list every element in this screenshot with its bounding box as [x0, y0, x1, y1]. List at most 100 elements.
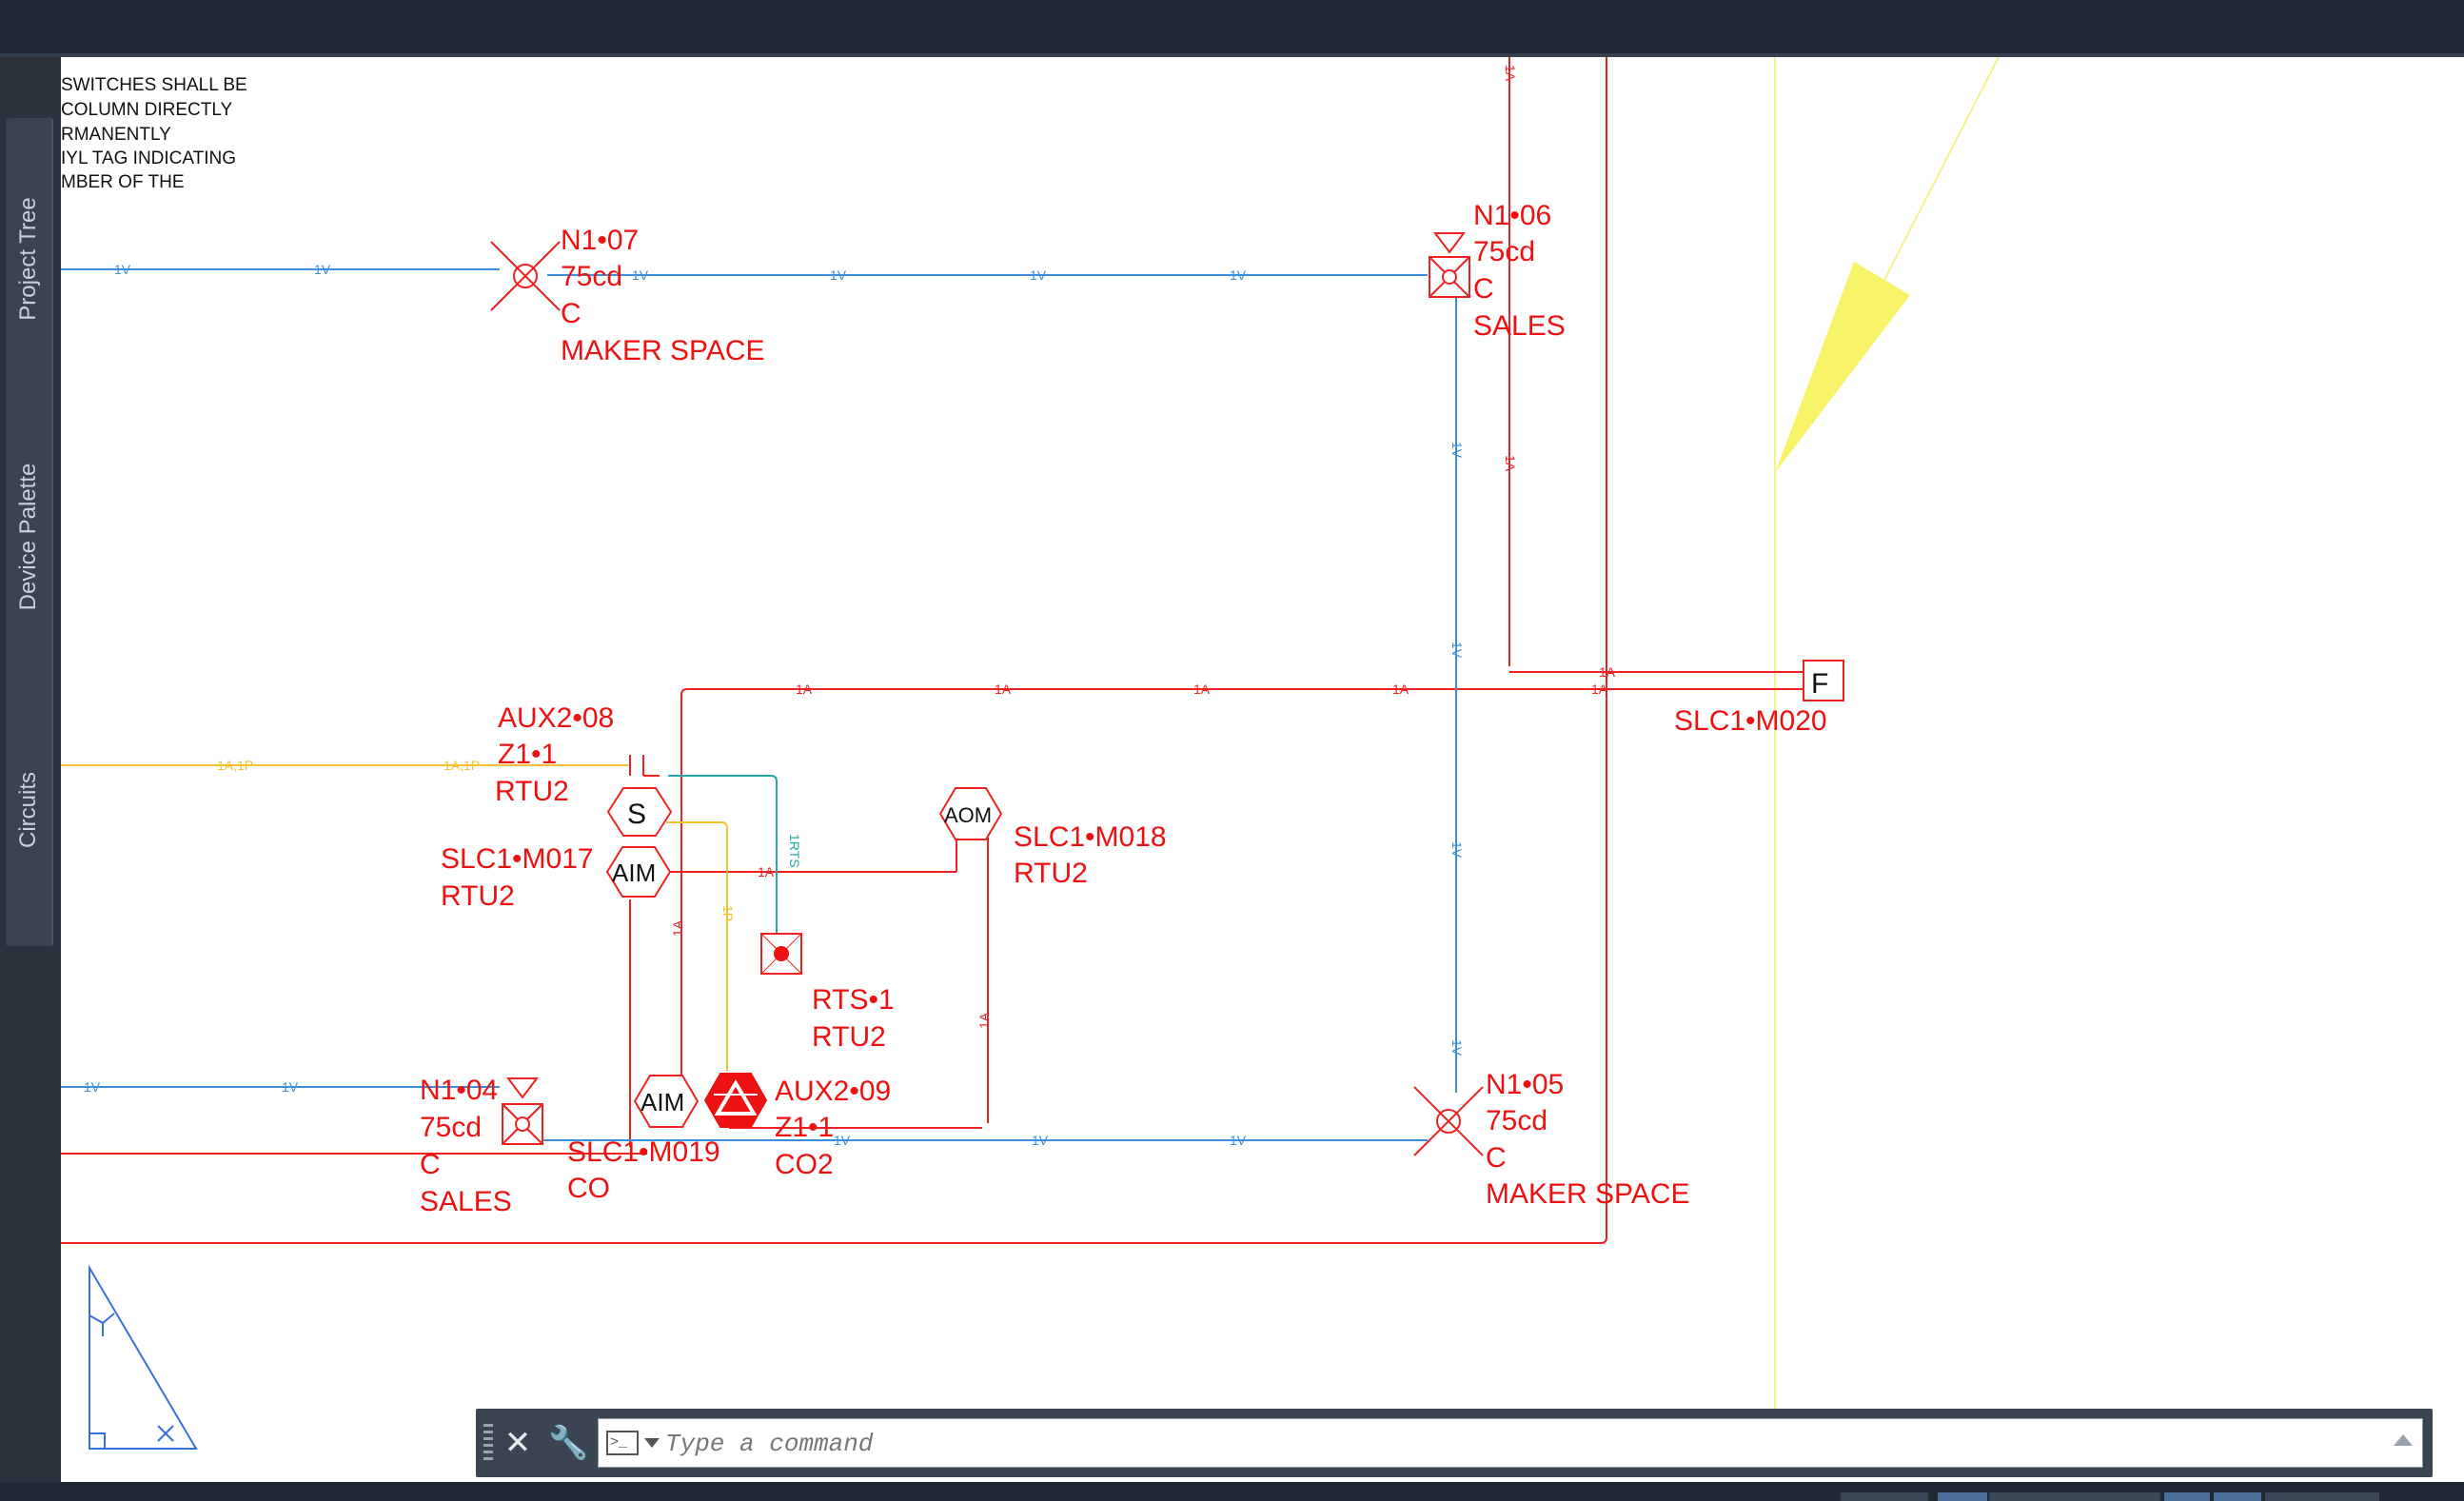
ucs-icon [89, 1264, 198, 1450]
label-n105-room: MAKER SPACE [1486, 1178, 1690, 1210]
wire-label: 1V [830, 267, 847, 283]
status-bar-item-active[interactable] [2164, 1492, 2210, 1501]
wire-label: 1V [1449, 442, 1465, 459]
label-m019-loc: CO [567, 1173, 610, 1204]
label-m017-id: SLC1•M017 [441, 843, 594, 875]
label-n107-room: MAKER SPACE [561, 335, 765, 366]
wire-label: 1A [758, 864, 775, 879]
wire-label: 1A [1591, 681, 1608, 697]
teal-wire-rts [668, 775, 778, 934]
wire-label: 1A,1P [217, 758, 253, 773]
wire-label: 1V [632, 267, 649, 283]
label-n107-cd: 75cd [561, 261, 622, 292]
wire-label: 1A [1503, 65, 1518, 82]
f-module-box[interactable] [1803, 660, 1844, 701]
note-line-4: IYL TAG INDICATING [61, 148, 236, 168]
label-n105-id: N1•05 [1486, 1069, 1564, 1100]
wire-label: 1V [1449, 1039, 1465, 1057]
note-line-1: SWITCHES SHALL BE [61, 75, 247, 95]
label-m018-id: SLC1•M018 [1014, 821, 1167, 853]
label-n105-cd: 75cd [1486, 1105, 1547, 1136]
wire-label: 1V [1030, 267, 1047, 283]
label-rts1-id: RTS•1 [812, 984, 895, 1016]
status-bar-item[interactable] [1841, 1492, 1928, 1501]
strobe-icon-n105[interactable] [1413, 1086, 1484, 1156]
yellow-wire-to-co2 [666, 821, 728, 1071]
wire-label: 1V [1032, 1133, 1049, 1148]
aom-m018-symbol: AOM [944, 803, 992, 827]
note-line-5: MBER OF THE [61, 172, 185, 192]
note-line-2: COLUMN DIRECTLY [61, 100, 232, 120]
application-title-bar [0, 0, 2464, 53]
wire-label: 1A,1P [444, 758, 480, 773]
red-wire-loop-corner [680, 688, 688, 696]
wire-label: 1A [976, 1012, 992, 1029]
label-n106-type: C [1473, 273, 1494, 305]
wire-label: 1A [995, 681, 1012, 697]
label-m018-loc: RTU2 [1014, 858, 1088, 889]
drag-grip-icon[interactable] [483, 1424, 493, 1462]
remote-test-station-icon[interactable] [760, 933, 802, 975]
smoke-module-s[interactable]: S [606, 787, 673, 837]
aim-m019-symbol: AIM [641, 1088, 684, 1116]
note-line-3: RMANENTLY [61, 125, 171, 145]
label-n104-type: C [420, 1149, 441, 1180]
side-palette: Project Tree Device Palette Circuits [0, 57, 61, 1482]
wire-label: 1V [1230, 267, 1247, 283]
label-m019-id: SLC1•M019 [567, 1136, 720, 1168]
label-n107-id: N1•07 [561, 225, 639, 256]
label-aux208-id: AUX2•08 [498, 702, 614, 734]
wire-label: 1A [1193, 681, 1211, 697]
close-icon[interactable]: ✕ [503, 1425, 532, 1461]
label-n106-room: SALES [1473, 310, 1566, 342]
label-n107-type: C [561, 298, 582, 329]
chevron-down-icon[interactable] [644, 1438, 660, 1448]
status-bar-item-active[interactable] [1938, 1492, 1987, 1501]
red-frame-corner [1600, 1236, 1607, 1244]
aom-module-m018[interactable]: AOM [938, 787, 1003, 840]
wire-label: 1A [1599, 664, 1616, 680]
label-aux209-id: AUX2•09 [775, 1076, 891, 1107]
tab-circuits[interactable]: Circuits [6, 674, 53, 946]
status-bar-item[interactable] [2265, 1492, 2379, 1501]
wire-label: 1V [314, 262, 331, 277]
label-aux209-loc: CO2 [775, 1149, 834, 1180]
label-n104-id: N1•04 [420, 1075, 498, 1106]
horn-strobe-icon-n106[interactable] [1429, 232, 1470, 298]
command-prompt-icon[interactable]: >_ [606, 1431, 639, 1455]
aim-module-m019[interactable]: AIM [633, 1075, 700, 1128]
label-n106-id: N1•06 [1473, 200, 1551, 231]
wire-label: 1A [1392, 681, 1409, 697]
label-n106-cd: 75cd [1473, 236, 1535, 267]
aim-module-m017[interactable]: AIM [605, 846, 672, 898]
label-n104-room: SALES [420, 1186, 512, 1217]
wire-label: 1V [282, 1079, 299, 1095]
command-input[interactable] [663, 1425, 2361, 1463]
wire-label: 1A [796, 681, 813, 697]
wire-label: 1V [1449, 642, 1465, 659]
wire-label: 1V [1230, 1133, 1247, 1148]
tab-device-palette-label: Device Palette [15, 463, 41, 611]
title-bar-divider [0, 53, 2464, 57]
command-line-bar: ✕ 🔧 >_ [476, 1409, 2433, 1477]
strobe-icon-n107[interactable] [490, 241, 561, 311]
label-aux209-zone: Z1•1 [775, 1112, 834, 1143]
tab-circuits-label: Circuits [15, 771, 41, 849]
label-rts1-loc: RTU2 [812, 1021, 886, 1053]
co2-detector-icon[interactable] [703, 1073, 768, 1128]
horn-strobe-icon-n104[interactable] [502, 1077, 543, 1145]
tab-device-palette[interactable]: Device Palette [6, 396, 53, 678]
smoke-module-symbol: S [627, 799, 646, 830]
status-bar-item-active[interactable] [2214, 1492, 2261, 1501]
history-up-icon[interactable] [2394, 1434, 2413, 1446]
wire-label: 1V [114, 262, 131, 277]
label-n104-cd: 75cd [420, 1112, 482, 1143]
command-input-container: >_ [598, 1418, 2423, 1468]
label-m017-loc: RTU2 [441, 880, 515, 912]
drawing-canvas[interactable]: SWITCHES SHALL BE COLUMN DIRECTLY RMANEN… [61, 56, 2464, 1482]
tab-project-tree[interactable]: Project Tree [6, 118, 53, 400]
status-bar-item[interactable] [1989, 1492, 2160, 1501]
north-arrow-marker [1775, 262, 1910, 473]
wrench-icon[interactable]: 🔧 [548, 1425, 589, 1461]
drawing-svg[interactable]: SWITCHES SHALL BE COLUMN DIRECTLY RMANEN… [61, 56, 2464, 1482]
